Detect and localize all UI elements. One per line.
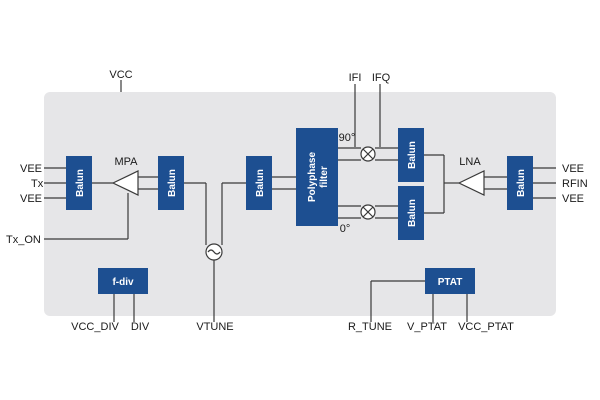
pin-vcc-ptat: VCC_PTAT	[458, 321, 514, 333]
fdiv-block	[98, 268, 148, 294]
pin-tx: Tx	[31, 178, 44, 190]
pin-ifq: IFQ	[372, 72, 391, 84]
ptat-label: PTAT	[438, 277, 463, 288]
mpa-amplifier-triangle-icon	[111, 170, 139, 196]
phase-0-label: 0°	[340, 223, 351, 235]
polyphase-filter-label-1: Polyphase	[307, 152, 318, 202]
pin-ifi: IFI	[349, 72, 362, 84]
balun-right	[507, 156, 533, 210]
polyphase-filter-label-2: filter	[319, 166, 330, 188]
pin-r-tune: R_TUNE	[348, 321, 392, 333]
balun-left	[66, 156, 92, 210]
balun-polyphase-input-label: Balun	[255, 169, 266, 197]
balun-mpa-label: Balun	[167, 169, 178, 197]
mpa-label: MPA	[114, 156, 138, 168]
balun-mpa	[158, 156, 184, 210]
pin-tx-on: Tx_ON	[6, 234, 41, 246]
lna-amplifier-triangle-icon	[457, 170, 485, 196]
balun-polyphase-input	[246, 156, 272, 210]
pin-vcc: VCC	[109, 69, 132, 81]
balun-q-label: Balun	[407, 199, 418, 227]
pin-vee-left-bottom: VEE	[20, 193, 42, 205]
ptat-block	[425, 268, 475, 294]
polyphase-filter	[296, 128, 338, 226]
lna-label: LNA	[459, 156, 481, 168]
balun-q	[398, 186, 424, 240]
pin-vee-right-bottom: VEE	[562, 193, 584, 205]
pin-rfin: RFIN	[562, 178, 588, 190]
balun-right-label: Balun	[516, 169, 527, 197]
fdiv-label: f-div	[112, 277, 134, 288]
pin-vee-left-top: VEE	[20, 163, 42, 175]
pin-vee-right-top: VEE	[562, 163, 584, 175]
balun-i-label: Balun	[407, 141, 418, 169]
pin-vtune: VTUNE	[196, 321, 233, 333]
pin-div: DIV	[131, 321, 150, 333]
pin-v-ptat: V_PTAT	[407, 321, 447, 333]
pin-vcc-div: VCC_DIV	[71, 321, 119, 333]
balun-left-label: Balun	[75, 169, 86, 197]
balun-i	[398, 128, 424, 182]
phase-90-label: 90°	[339, 132, 356, 144]
